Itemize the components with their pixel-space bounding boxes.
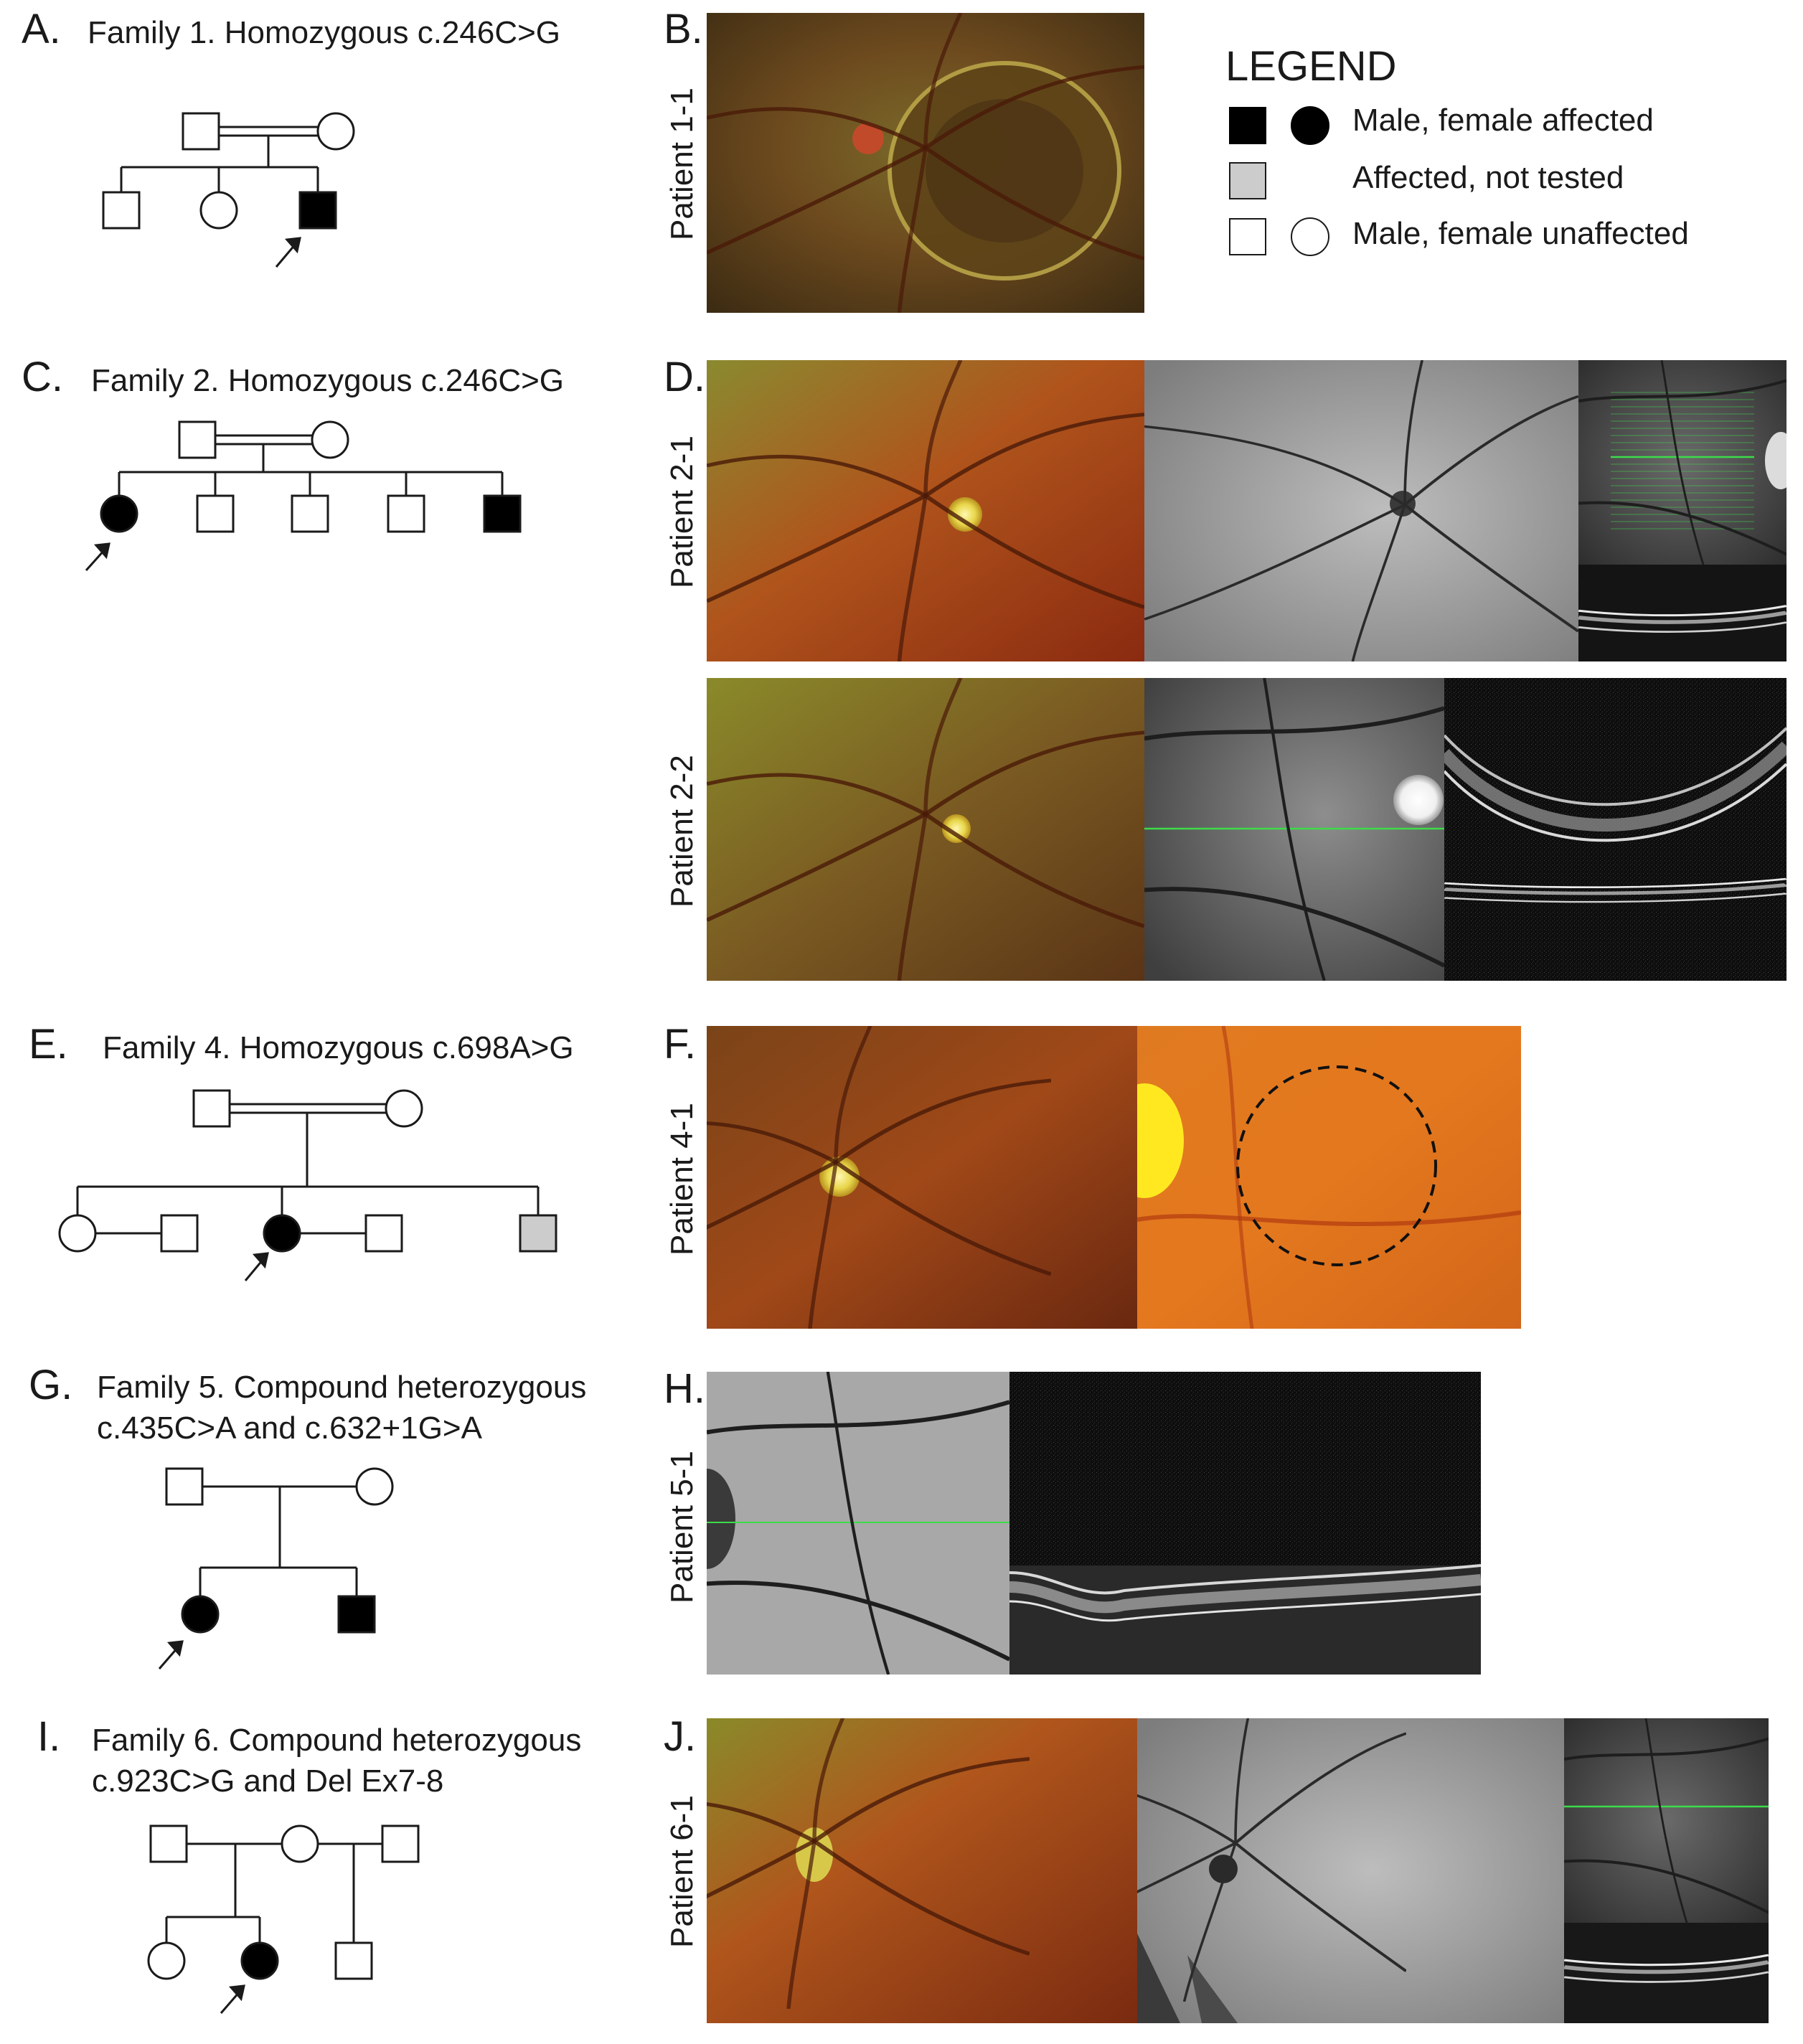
pedigree-family-6 xyxy=(147,1824,420,2014)
panel-i: I. Family 6. Compound heterozygous c.923… xyxy=(37,1713,581,2014)
family-5-title-line-2: c.435C>A and c.632+1G>A xyxy=(97,1410,483,1446)
pedigree-family-5 xyxy=(158,1467,394,1669)
family-5-title-line-1: Family 5. Compound heterozygous xyxy=(97,1370,586,1405)
legend-not-tested-symbol xyxy=(1229,162,1266,199)
patient-6-1-fundus-image xyxy=(707,1718,1137,2023)
family-6-title-line-1: Family 6. Compound heterozygous xyxy=(92,1723,581,1758)
legend: LEGEND Male, female affected Affected, n… xyxy=(1225,43,1689,256)
panel-d: D. Patient 2-1 Patient 2-2 xyxy=(664,354,1786,981)
panel-c: C. Family 2. Homozygous c.246C>G xyxy=(22,354,564,572)
panel-letter-c: C. xyxy=(22,354,63,400)
legend-label-not-tested: Affected, not tested xyxy=(1352,160,1624,195)
family-1-title: Family 1. Homozygous c.246C>G xyxy=(88,15,560,50)
panel-letter-f: F. xyxy=(664,1021,696,1068)
patient-2-2-fundus-image xyxy=(707,678,1144,981)
panel-h: H. Patient 5-1 xyxy=(664,1365,1481,1675)
family-6-title-line-2: c.923C>G and Del Ex7-8 xyxy=(92,1763,443,1799)
patient-6-1-autofluorescence-image xyxy=(1137,1718,1564,2023)
panel-f: F. Patient 4-1 xyxy=(664,1021,1521,1329)
panel-letter-b: B. xyxy=(664,6,703,52)
patient-1-1-label: Patient 1-1 xyxy=(664,88,700,240)
pedigree-family-4 xyxy=(58,1089,557,1281)
panel-g: G. Family 5. Compound heterozygous c.435… xyxy=(29,1362,586,1669)
panel-j: J. Patient 6-1 xyxy=(664,1713,1769,2023)
patient-2-1-oct-image xyxy=(1578,565,1786,661)
panel-letter-j: J. xyxy=(664,1713,696,1760)
patient-2-1-label: Patient 2-1 xyxy=(664,435,700,588)
family-4-title: Family 4. Homozygous c.698A>G xyxy=(103,1030,574,1065)
patient-2-2-oct-image xyxy=(1444,678,1786,981)
patient-5-1-infrared-image xyxy=(707,1372,1009,1675)
panel-letter-g: G. xyxy=(29,1362,72,1408)
family-2-title: Family 2. Homozygous c.246C>G xyxy=(91,363,564,398)
patient-1-1-fundus-image xyxy=(707,13,1144,313)
legend-affected-female-symbol xyxy=(1291,106,1329,145)
panel-letter-i: I. xyxy=(37,1713,60,1760)
pedigree-family-2 xyxy=(85,420,522,572)
patient-6-1-infrared-image xyxy=(1564,1718,1769,1923)
legend-affected-male-symbol xyxy=(1229,107,1266,144)
patient-2-1-infrared-image xyxy=(1578,360,1786,565)
pedigree-family-1 xyxy=(102,112,355,268)
legend-unaffected-male-symbol xyxy=(1229,218,1266,255)
panel-e: E. Family 4. Homozygous c.698A>G xyxy=(29,1021,574,1281)
panel-a: A. Family 1. Homozygous c.246C>G xyxy=(22,6,560,268)
panel-b: B. Patient 1-1 xyxy=(664,6,1144,313)
legend-unaffected-female-symbol xyxy=(1291,217,1329,256)
panel-letter-e: E. xyxy=(29,1021,68,1068)
legend-label-unaffected: Male, female unaffected xyxy=(1352,216,1689,251)
patient-2-2-infrared-image xyxy=(1144,678,1444,981)
patient-6-1-oct-image xyxy=(1564,1923,1769,2023)
legend-title: LEGEND xyxy=(1225,43,1397,90)
patient-2-1-fundus-image xyxy=(707,360,1144,661)
patient-4-1-macula-photo xyxy=(1137,1026,1521,1329)
patient-5-1-label: Patient 5-1 xyxy=(664,1451,700,1603)
macula-dashed-circle xyxy=(1236,1065,1437,1266)
panel-letter-a: A. xyxy=(22,6,61,52)
panel-letter-d: D. xyxy=(664,354,705,400)
patient-4-1-fundus-image xyxy=(707,1026,1137,1329)
legend-label-affected: Male, female affected xyxy=(1352,103,1654,138)
panel-letter-h: H. xyxy=(664,1365,705,1412)
patient-4-1-label: Patient 4-1 xyxy=(664,1103,700,1256)
patient-6-1-label: Patient 6-1 xyxy=(664,1795,700,1948)
patient-5-1-oct-image xyxy=(1009,1372,1481,1675)
patient-2-2-label: Patient 2-2 xyxy=(664,755,700,908)
patient-2-1-autofluorescence-image xyxy=(1144,360,1578,661)
